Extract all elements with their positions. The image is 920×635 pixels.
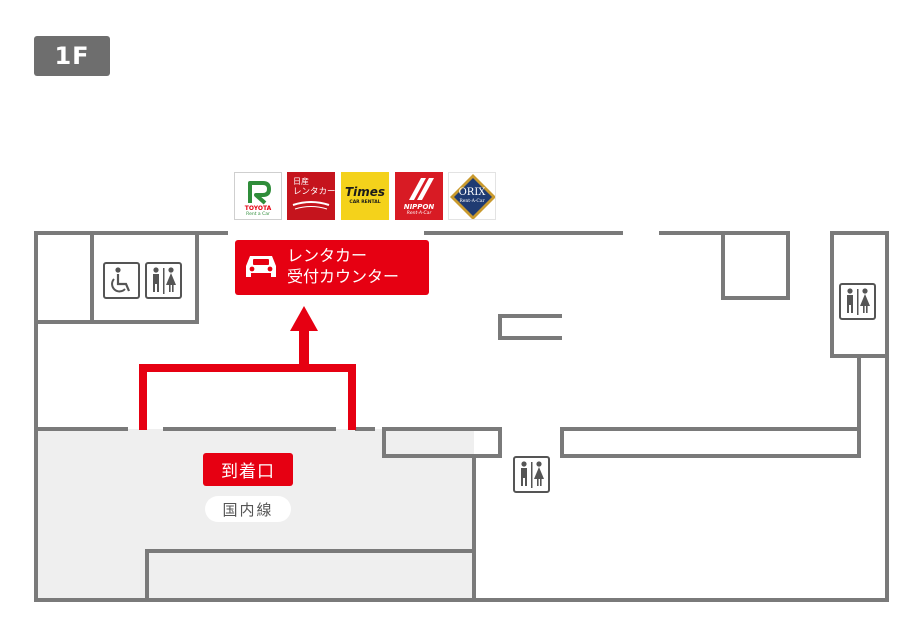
restroom-icon [839,283,876,320]
toyota-rent-a-car-logo: TOYOTA Rent a Car [234,172,282,220]
nissan-rent-a-car-logo: 日産 レンタカー [287,172,335,220]
domestic-area-label: 国内線 [205,496,291,522]
wall-top-right-box [721,231,790,300]
nissan-line1-text: 日産 [293,177,309,186]
orix-diamond-icon [450,174,495,219]
times-car-rental-logo: Times CAR RENTAL [341,172,389,220]
route-path [139,364,356,430]
restroom-icon [145,262,182,299]
floor-label: 1F [34,36,110,76]
nippon-brand-text: NIPPON [403,203,435,211]
times-sub-text: CAR RENTAL [349,200,381,205]
wheelchair-accessible-restroom-icon [103,262,140,299]
wall-restroom-block [90,231,199,324]
rental-counter-line1: レンタカー [287,246,368,265]
wall-center-bracket [498,314,562,340]
route-stem [299,330,309,370]
wall-bottom-room [145,549,476,602]
wall-corridor-right [560,354,861,458]
orix-sub-text: Rent-A-Car [459,199,485,204]
toyota-sub-text: Rent a Car [246,212,270,217]
walls [34,231,889,602]
nissan-stripe-icon [292,201,330,210]
orix-rent-a-car-logo: ORIX Rent-A-Car [448,172,496,220]
toyota-r-icon [248,181,271,205]
car-icon [246,256,276,277]
rental-car-counter-sign: レンタカー 受付カウンター [235,240,429,295]
route-to-rental-counter [139,306,356,430]
arrow-up-icon [290,306,318,331]
nippon-slash-icon [409,178,434,200]
arrival-gate-label: 到着口 [203,453,293,486]
times-brand-text: Times [344,185,386,199]
restroom-icon [513,456,550,493]
toyota-brand-text: TOYOTA [244,205,272,212]
nippon-sub-text: Rent-A-Car [406,211,432,216]
orix-brand-text: ORIX [458,187,486,198]
wall-corridor-block [382,427,502,458]
rental-counter-line2: 受付カウンター [287,267,400,286]
nippon-rent-a-car-logo: NIPPON Rent-A-Car [395,172,443,220]
nissan-line2-text: レンタカー [293,187,335,197]
